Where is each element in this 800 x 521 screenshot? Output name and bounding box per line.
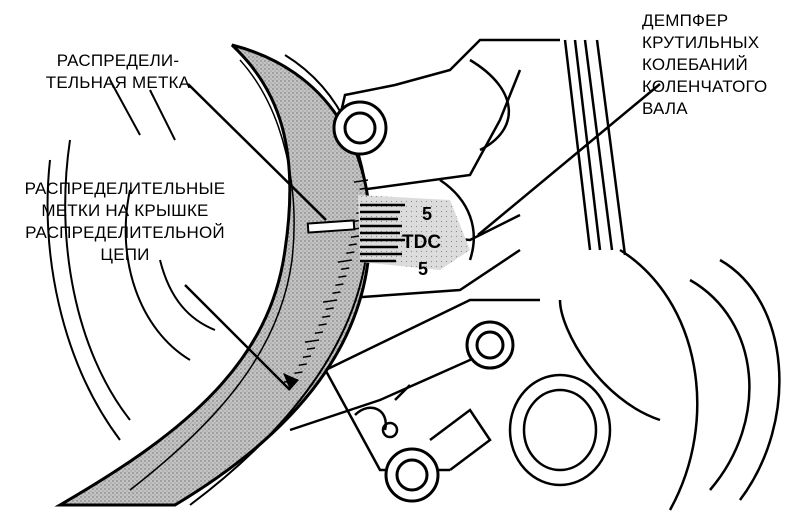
scale-lower-value: 5 — [418, 259, 428, 279]
bracket-parts — [354, 384, 492, 471]
timing-scale-plate: 5 TDC 5 — [358, 195, 470, 279]
label-damper-line-1: ДЕМПФЕР — [642, 11, 729, 30]
scale-tdc-label: TDC — [402, 232, 441, 253]
label-crankshaft-damper: ДЕМПФЕР КРУТИЛЬНЫХ КОЛЕБАНИЙ КОЛЕНЧАТОГО… — [642, 10, 767, 120]
label-cover-marks-line-4: ЦЕПИ — [100, 245, 150, 264]
damper-tick — [294, 371, 303, 374]
damper-tick — [341, 267, 350, 270]
left-wheel — [46, 79, 216, 441]
damper-tick — [348, 243, 357, 246]
label-cover-timing-marks: РАСПРЕДЕЛИТЕЛЬНЫЕ МЕТКИ НА КРЫШКЕ РАСПРЕ… — [10, 178, 240, 266]
label-cover-marks-line-2: МЕТКИ НА КРЫШКЕ — [41, 201, 209, 220]
label-damper-line-3: КОЛЕБАНИЙ — [642, 55, 748, 74]
damper-tick — [325, 307, 334, 310]
damper-tick — [346, 251, 355, 254]
damper-tick — [350, 235, 359, 238]
label-timing-mark-line-1: РАСПРЕДЕЛИ- — [56, 51, 180, 70]
label-cover-marks-line-3: РАСПРЕДЕЛИТЕЛЬНОЙ — [25, 223, 225, 242]
damper-tick — [302, 355, 312, 358]
damper-ring — [54, 43, 372, 507]
damper-tick — [314, 331, 323, 334]
damper-tick — [335, 283, 344, 286]
label-cover-marks-line-1: РАСПРЕДЕЛИТЕЛЬНЫЕ — [24, 179, 226, 198]
label-timing-mark-line-2: ТЕЛЬНАЯ МЕТКА — [45, 73, 191, 92]
damper-tick — [318, 323, 327, 326]
label-damper-line-5: ВАЛА — [642, 99, 688, 118]
bolt-bottom — [384, 447, 440, 503]
damper-tick — [322, 299, 338, 303]
damper-tick — [359, 187, 368, 190]
damper-timing-notch — [306, 219, 356, 234]
damper-tick — [332, 291, 341, 294]
leader-lines — [184, 83, 661, 391]
label-damper-line-4: КОЛЕНЧАТОГО — [642, 77, 768, 96]
leader-damper — [477, 83, 661, 236]
damper-tick — [304, 339, 320, 343]
damper-tick — [353, 179, 369, 183]
damper-ticks — [283, 179, 369, 383]
right-pulley — [508, 248, 781, 511]
damper-tick — [298, 363, 307, 366]
leader-cover-arrowhead — [283, 373, 299, 390]
bolt-top — [332, 100, 388, 156]
label-damper-line-2: КРУТИЛЬНЫХ — [642, 33, 760, 52]
leader-timing-mark — [187, 83, 327, 221]
damper-tick — [338, 275, 347, 278]
scale-hash-marks — [360, 203, 405, 263]
damper-tick — [337, 259, 352, 263]
label-timing-mark: РАСПРЕДЕЛИ- ТЕЛЬНАЯ МЕТКА — [40, 50, 196, 94]
damper-tick — [306, 347, 316, 350]
bolt-middle — [465, 320, 515, 370]
scale-upper-value: 5 — [422, 204, 432, 224]
leader-cover-marks — [184, 284, 291, 391]
damper-tick — [322, 315, 331, 318]
